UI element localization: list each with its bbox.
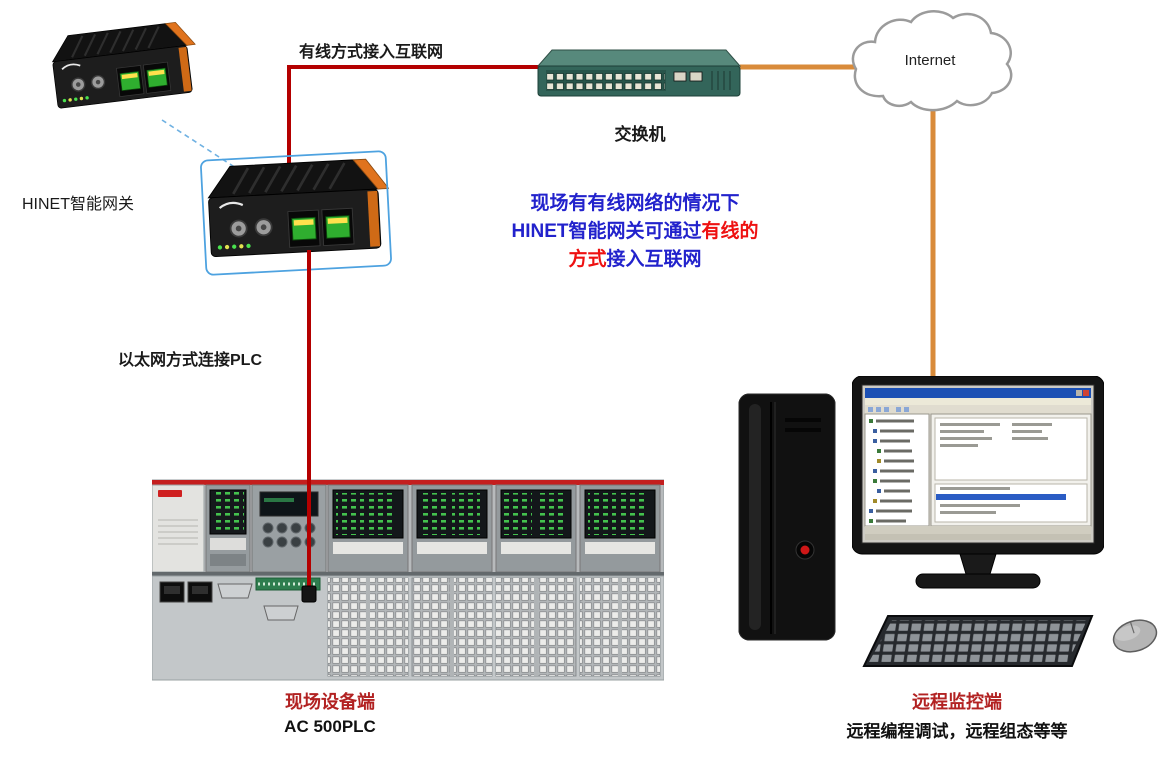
ethernet-switch	[536, 44, 742, 102]
pc-monitor	[852, 376, 1104, 596]
internet-label: Internet	[904, 52, 956, 69]
mouse-icon	[1112, 619, 1158, 653]
keyboard-icon	[862, 615, 1094, 667]
note-line2-red-text: 有线的	[701, 221, 759, 242]
hinet-gateway-highlighted	[199, 149, 393, 277]
mouse	[1106, 610, 1164, 658]
internet-cloud	[845, 8, 1013, 120]
field-subtitle: AC 500PLC	[284, 717, 376, 736]
plc-icon	[152, 479, 664, 681]
switch-label: 交换机	[614, 125, 666, 144]
note-line3-red-text: 方式	[568, 249, 607, 270]
note-line-3: 方式接入互联网	[462, 246, 808, 274]
remote-title: 远程监控端	[912, 692, 1002, 712]
wired-link-label: 有线方式接入互联网	[299, 44, 444, 61]
remote-subtitle: 远程编程调试，远程组态等等	[846, 722, 1068, 741]
gateway-highlight-icon	[200, 150, 393, 276]
ethernet-link-label: 以太网方式连接PLC	[118, 352, 263, 369]
monitor-icon	[852, 376, 1104, 589]
switch-icon	[536, 49, 742, 97]
field-caption: 现场设备端 AC 500PLC	[230, 688, 430, 737]
keyboard	[862, 612, 1094, 670]
field-title: 现场设备端	[285, 692, 375, 712]
highlight-outline	[200, 150, 392, 276]
note-line-1: 现场有有线网络的情况下	[462, 190, 808, 218]
pc-tower	[733, 392, 841, 644]
gateway-label: HINET智能网关	[22, 196, 135, 213]
gateway-icon	[48, 19, 203, 110]
note-line-2: HINET智能网关可通过有线的	[462, 218, 808, 246]
cloud-icon	[851, 10, 1013, 112]
note-text: 现场有有线网络的情况下 HINET智能网关可通过有线的 方式接入互联网	[462, 190, 808, 274]
note-line1-text: 现场有有线网络的情况下	[530, 193, 740, 214]
ac500-plc	[152, 476, 664, 684]
hinet-gateway-device	[43, 13, 203, 125]
tower-icon	[738, 393, 836, 641]
note-line3-blue-text: 接入互联网	[606, 249, 702, 270]
note-line2-blue-text: HINET智能网关可通过	[511, 221, 702, 242]
remote-caption: 远程监控端 远程编程调试，远程组态等等	[812, 688, 1102, 742]
